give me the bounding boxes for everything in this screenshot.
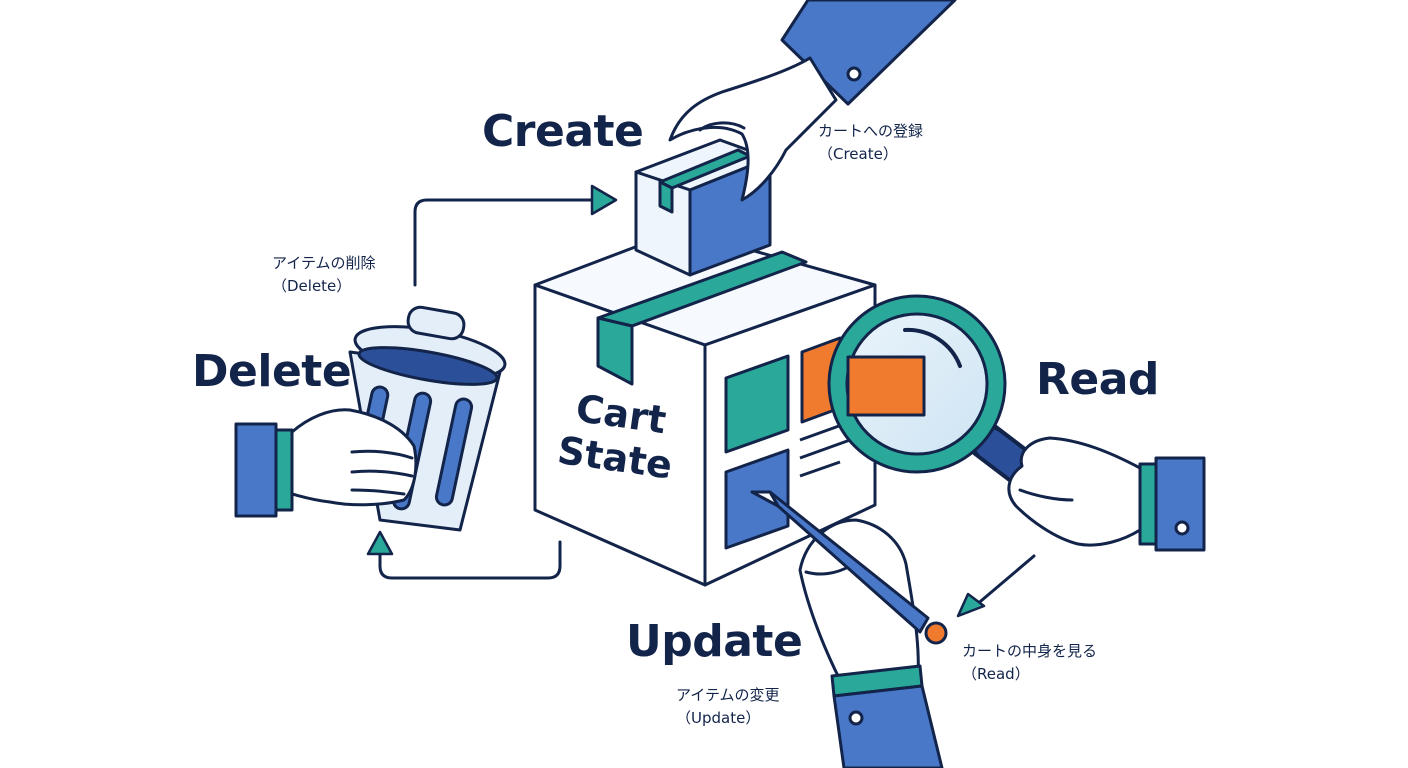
delete-note-jp: アイテムの削除 <box>272 254 376 272</box>
create-note: カートへの登録 （Create） <box>818 120 923 166</box>
read-note-jp: カートの中身を見る <box>962 642 1098 660</box>
doc-line <box>799 460 841 478</box>
delete-hand <box>290 408 418 507</box>
glass-orange-block <box>846 355 926 417</box>
read-note-en: （Read） <box>962 665 1030 683</box>
sleeve-button <box>1174 520 1190 536</box>
read-note: カートの中身を見る （Read） <box>962 640 1097 686</box>
magnifying-glass-icon <box>827 294 1109 539</box>
box-tape-side <box>596 316 634 386</box>
trash-knob <box>406 305 466 341</box>
pencil-icon <box>750 490 948 645</box>
create-finger <box>698 121 746 132</box>
arrow-head-update <box>956 592 986 618</box>
pencil-tip <box>750 490 780 508</box>
arrow-head-create <box>590 184 618 216</box>
read-label: Read <box>1036 354 1159 405</box>
read-hand-icon <box>1007 436 1206 552</box>
update-sleeve-group <box>830 664 944 768</box>
create-hand-icon <box>668 0 957 202</box>
read-hand <box>1007 436 1142 547</box>
panel-blue <box>724 448 790 550</box>
update-note-en: （Update） <box>676 709 761 727</box>
read-cuff <box>1138 462 1158 546</box>
panel-teal-1 <box>724 354 790 454</box>
delete-note-en: （Delete） <box>272 277 352 295</box>
cycle-arrows <box>378 198 1036 608</box>
arrow-delete-to-create <box>413 198 594 287</box>
read-finger <box>1018 488 1074 502</box>
delete-finger <box>350 449 414 496</box>
arrow-head-delete <box>366 530 394 556</box>
pencil-eraser <box>924 621 948 645</box>
update-note: アイテムの変更 （Update） <box>676 684 780 730</box>
package-tape-side <box>658 180 674 214</box>
update-note-jp: アイテムの変更 <box>676 686 780 704</box>
sleeve-button <box>848 710 864 726</box>
create-note-en: （Create） <box>818 145 898 163</box>
delete-cuff <box>274 428 294 512</box>
delete-sleeve <box>234 422 278 518</box>
arrow-read-to-update <box>973 554 1036 608</box>
glass-shine <box>903 327 962 368</box>
trash-rim <box>357 346 499 386</box>
create-label: Create <box>482 106 644 157</box>
doc-line <box>799 438 851 460</box>
delete-note: アイテムの削除 （Delete） <box>272 252 376 298</box>
trash-stripe <box>434 397 474 507</box>
read-sleeve <box>1154 456 1206 552</box>
sleeve-button <box>846 66 862 82</box>
update-sleeve <box>832 684 944 768</box>
create-note-jp: カートへの登録 <box>818 122 924 140</box>
delete-hand-icon <box>234 408 418 518</box>
create-hand <box>668 56 838 202</box>
arrow-box-to-delete <box>378 540 562 580</box>
cart-state-label: Cart State <box>552 384 683 488</box>
delete-label: Delete <box>192 346 352 397</box>
update-label: Update <box>626 616 803 667</box>
